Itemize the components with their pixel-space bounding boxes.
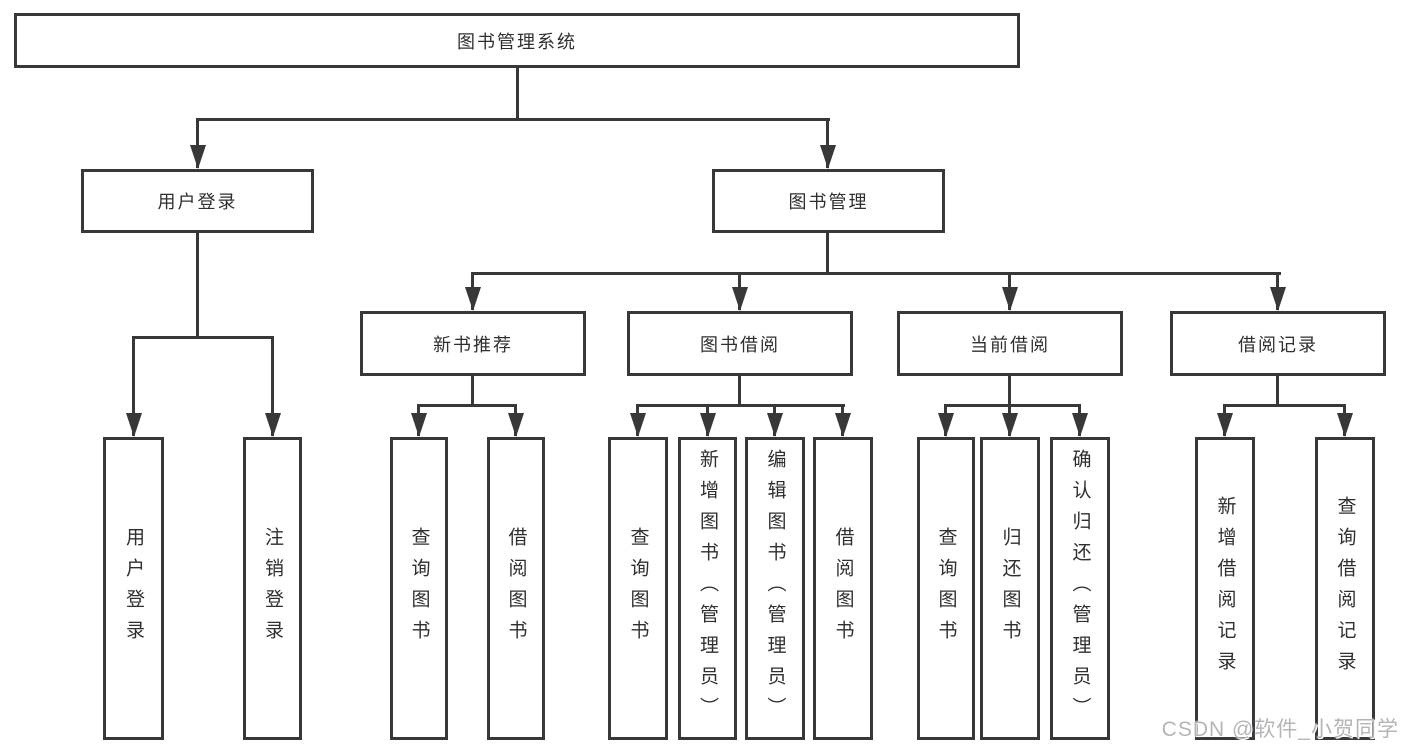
leaf-label: 注销登录: [262, 526, 283, 651]
arrow-down-icon: [835, 413, 851, 437]
leaf-nb-borrow-books: 借阅图书: [487, 437, 545, 740]
arrow-down-icon: [820, 145, 836, 169]
leaf-label: 借阅图书: [505, 526, 527, 651]
connector-stem: [1276, 376, 1279, 404]
arrow-down-icon: [411, 413, 427, 437]
leaf-bb-add-books-admin: 新增图书（管理员）: [678, 437, 737, 740]
leaf-cb-confirm-return-admin: 确认归还（管理员）: [1050, 437, 1110, 740]
arrow-down-icon: [938, 413, 954, 437]
arrow-down-icon: [1217, 413, 1233, 437]
connector-user-login-stem: [196, 233, 199, 336]
connector-stem: [471, 376, 474, 404]
connector-drop-leaf: [132, 336, 135, 436]
arrow-down-icon: [126, 413, 142, 437]
connector-drop-book-management: [826, 118, 829, 168]
arrow-down-icon: [465, 287, 481, 311]
leaf-cb-query-books: 查询图书: [917, 437, 975, 740]
leaf-label: 新增借阅记录: [1214, 495, 1236, 682]
connector-stem: [1008, 376, 1011, 404]
arrow-down-icon: [732, 287, 748, 311]
node-user-login: 用户登录: [81, 169, 314, 233]
node-current-borrowing: 当前借阅: [897, 311, 1123, 376]
node-label: 图书管理: [788, 192, 869, 212]
node-book-management: 图书管理: [712, 169, 945, 233]
arrow-down-icon: [508, 413, 524, 437]
leaf-nb-query-books: 查询图书: [390, 437, 448, 740]
arrow-down-icon: [700, 413, 716, 437]
node-label: 当前借阅: [970, 334, 1050, 355]
connector-branch: [944, 404, 1081, 407]
leaf-label: 编辑图书（管理员）: [764, 449, 786, 728]
leaf-cb-return-books: 归还图书: [980, 437, 1040, 740]
connector-root-branch: [196, 118, 830, 121]
connector-stem: [738, 376, 741, 404]
arrow-down-icon: [1002, 287, 1018, 311]
leaf-logout: 注销登录: [243, 437, 302, 740]
connector-drop-leaf: [271, 336, 274, 436]
connector-book-mgmt-branch: [471, 272, 1281, 275]
leaf-label: 用户登录: [123, 526, 144, 651]
connector-root-stem: [516, 68, 519, 118]
csdn-watermark: CSDN @软件_小贺同学: [1161, 718, 1399, 741]
connector-branch: [1223, 404, 1346, 407]
node-label: 用户登录: [157, 192, 238, 212]
node-library-management-system: 图书管理系统: [14, 13, 1020, 68]
arrow-down-icon: [630, 413, 646, 437]
arrow-down-icon: [265, 413, 281, 437]
leaf-bb-edit-books-admin: 编辑图书（管理员）: [745, 437, 805, 740]
leaf-label: 新增图书（管理员）: [697, 449, 718, 728]
leaf-label: 借阅图书: [832, 526, 854, 651]
connector-branch: [417, 404, 517, 407]
connector-drop-user-login: [196, 118, 199, 168]
leaf-label: 查询图书: [935, 526, 957, 651]
leaf-label: 归还图书: [999, 526, 1021, 651]
arrow-down-icon: [767, 413, 783, 437]
leaf-label: 查询借阅记录: [1334, 495, 1356, 682]
leaf-label: 确认归还（管理员）: [1069, 449, 1091, 728]
node-new-book-recommend: 新书推荐: [360, 311, 586, 376]
leaf-user-login: 用户登录: [103, 437, 164, 740]
leaf-br-query-record: 查询借阅记录: [1315, 437, 1375, 740]
leaf-br-add-record: 新增借阅记录: [1195, 437, 1255, 740]
arrow-down-icon: [1270, 287, 1286, 311]
node-label: 借阅记录: [1238, 334, 1318, 355]
node-label: 图书管理系统: [457, 31, 577, 52]
connector-user-login-branch: [132, 336, 274, 339]
leaf-bb-borrow-books: 借阅图书: [813, 437, 873, 740]
node-label: 图书借阅: [700, 334, 780, 355]
arrow-down-icon: [1072, 413, 1088, 437]
connector-branch: [636, 404, 845, 407]
node-label: 新书推荐: [433, 334, 513, 355]
node-borrow-records: 借阅记录: [1170, 311, 1386, 376]
arrow-down-icon: [1337, 413, 1353, 437]
arrow-down-icon: [1002, 413, 1018, 437]
leaf-label: 查询图书: [627, 526, 649, 651]
connector-book-mgmt-stem: [826, 233, 829, 274]
leaf-bb-query-books: 查询图书: [608, 437, 668, 740]
arrow-down-icon: [190, 145, 206, 169]
node-book-borrowing: 图书借阅: [627, 311, 853, 376]
leaf-label: 查询图书: [408, 526, 430, 651]
